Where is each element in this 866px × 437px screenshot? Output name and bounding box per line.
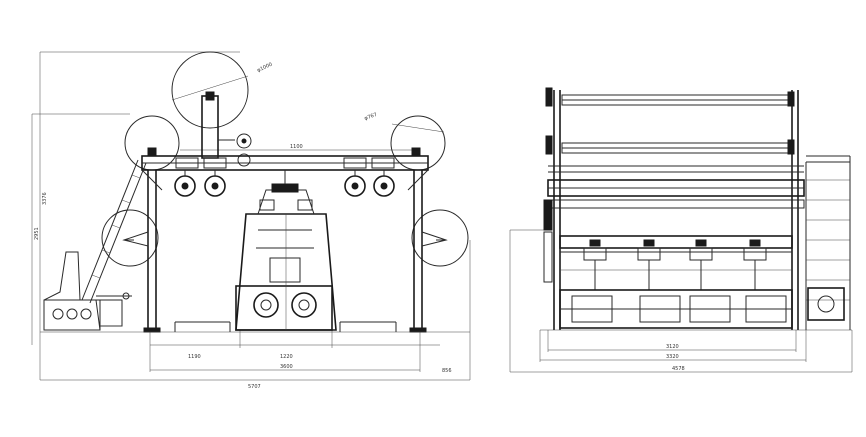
dim-width-total: 4578 bbox=[672, 366, 685, 372]
side-main-frame bbox=[543, 90, 805, 330]
front-dimension-lines bbox=[31, 51, 471, 381]
dim-width-b: 3320 bbox=[666, 354, 679, 360]
side-dimension-lines bbox=[509, 229, 853, 373]
front-center-mast bbox=[201, 91, 252, 167]
dim-width-a: 3120 bbox=[666, 344, 679, 350]
dim-dia-large: φ1000 bbox=[256, 62, 273, 74]
front-view: φ1000 φ767 1100 3376 2951 1190 1220 3600… bbox=[31, 51, 471, 390]
side-knitting-heads bbox=[559, 235, 793, 290]
dim-span-right: 856 bbox=[442, 368, 452, 374]
dim-span-center: 1220 bbox=[280, 354, 293, 360]
side-stairs bbox=[805, 155, 851, 330]
dim-span-left: 1190 bbox=[188, 354, 201, 360]
front-wheels bbox=[174, 170, 395, 197]
front-floor-tables bbox=[40, 321, 470, 333]
side-bottom-rollers bbox=[559, 289, 793, 329]
dim-beam-width: 1100 bbox=[290, 144, 303, 150]
front-legs bbox=[141, 169, 429, 333]
side-view: 3120 3320 4578 bbox=[509, 87, 853, 373]
side-top-rollers bbox=[545, 87, 795, 155]
front-leg-brackets bbox=[122, 231, 448, 247]
dim-span-inner: 3600 bbox=[280, 364, 293, 370]
dim-height-inner: 2951 bbox=[34, 227, 40, 240]
front-top-beam bbox=[141, 147, 429, 171]
front-ladder bbox=[81, 159, 147, 304]
front-knitting-machine bbox=[235, 170, 337, 331]
front-beam-circles bbox=[101, 51, 469, 267]
dim-span-total: 5707 bbox=[248, 384, 261, 390]
dim-height-total: 3376 bbox=[42, 192, 48, 205]
front-takeup-unit bbox=[43, 251, 132, 331]
dim-dia-small: φ767 bbox=[364, 112, 378, 122]
